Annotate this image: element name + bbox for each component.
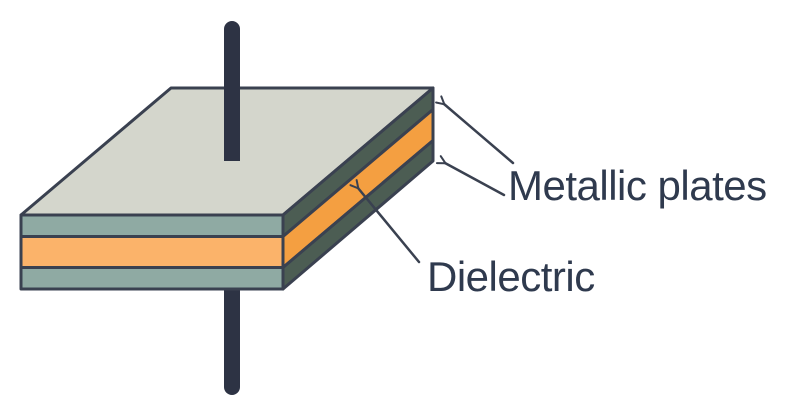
arrow-to-dielectric (349, 179, 421, 264)
bottom-lead-wire (224, 280, 240, 395)
top-lead-wire (224, 21, 240, 161)
arrow-to-bottom-plate (435, 155, 506, 197)
bottom-plate-side-face (281, 139, 435, 291)
dielectric-label: Dielectric (427, 253, 595, 300)
dielectric-front-face (19, 235, 285, 269)
bottom-plate-front-face (19, 266, 285, 291)
top-plate-front-face (19, 213, 285, 238)
arrow-to-top-plate (435, 95, 515, 165)
metallic-plates-label: Metallic plates (508, 162, 767, 209)
